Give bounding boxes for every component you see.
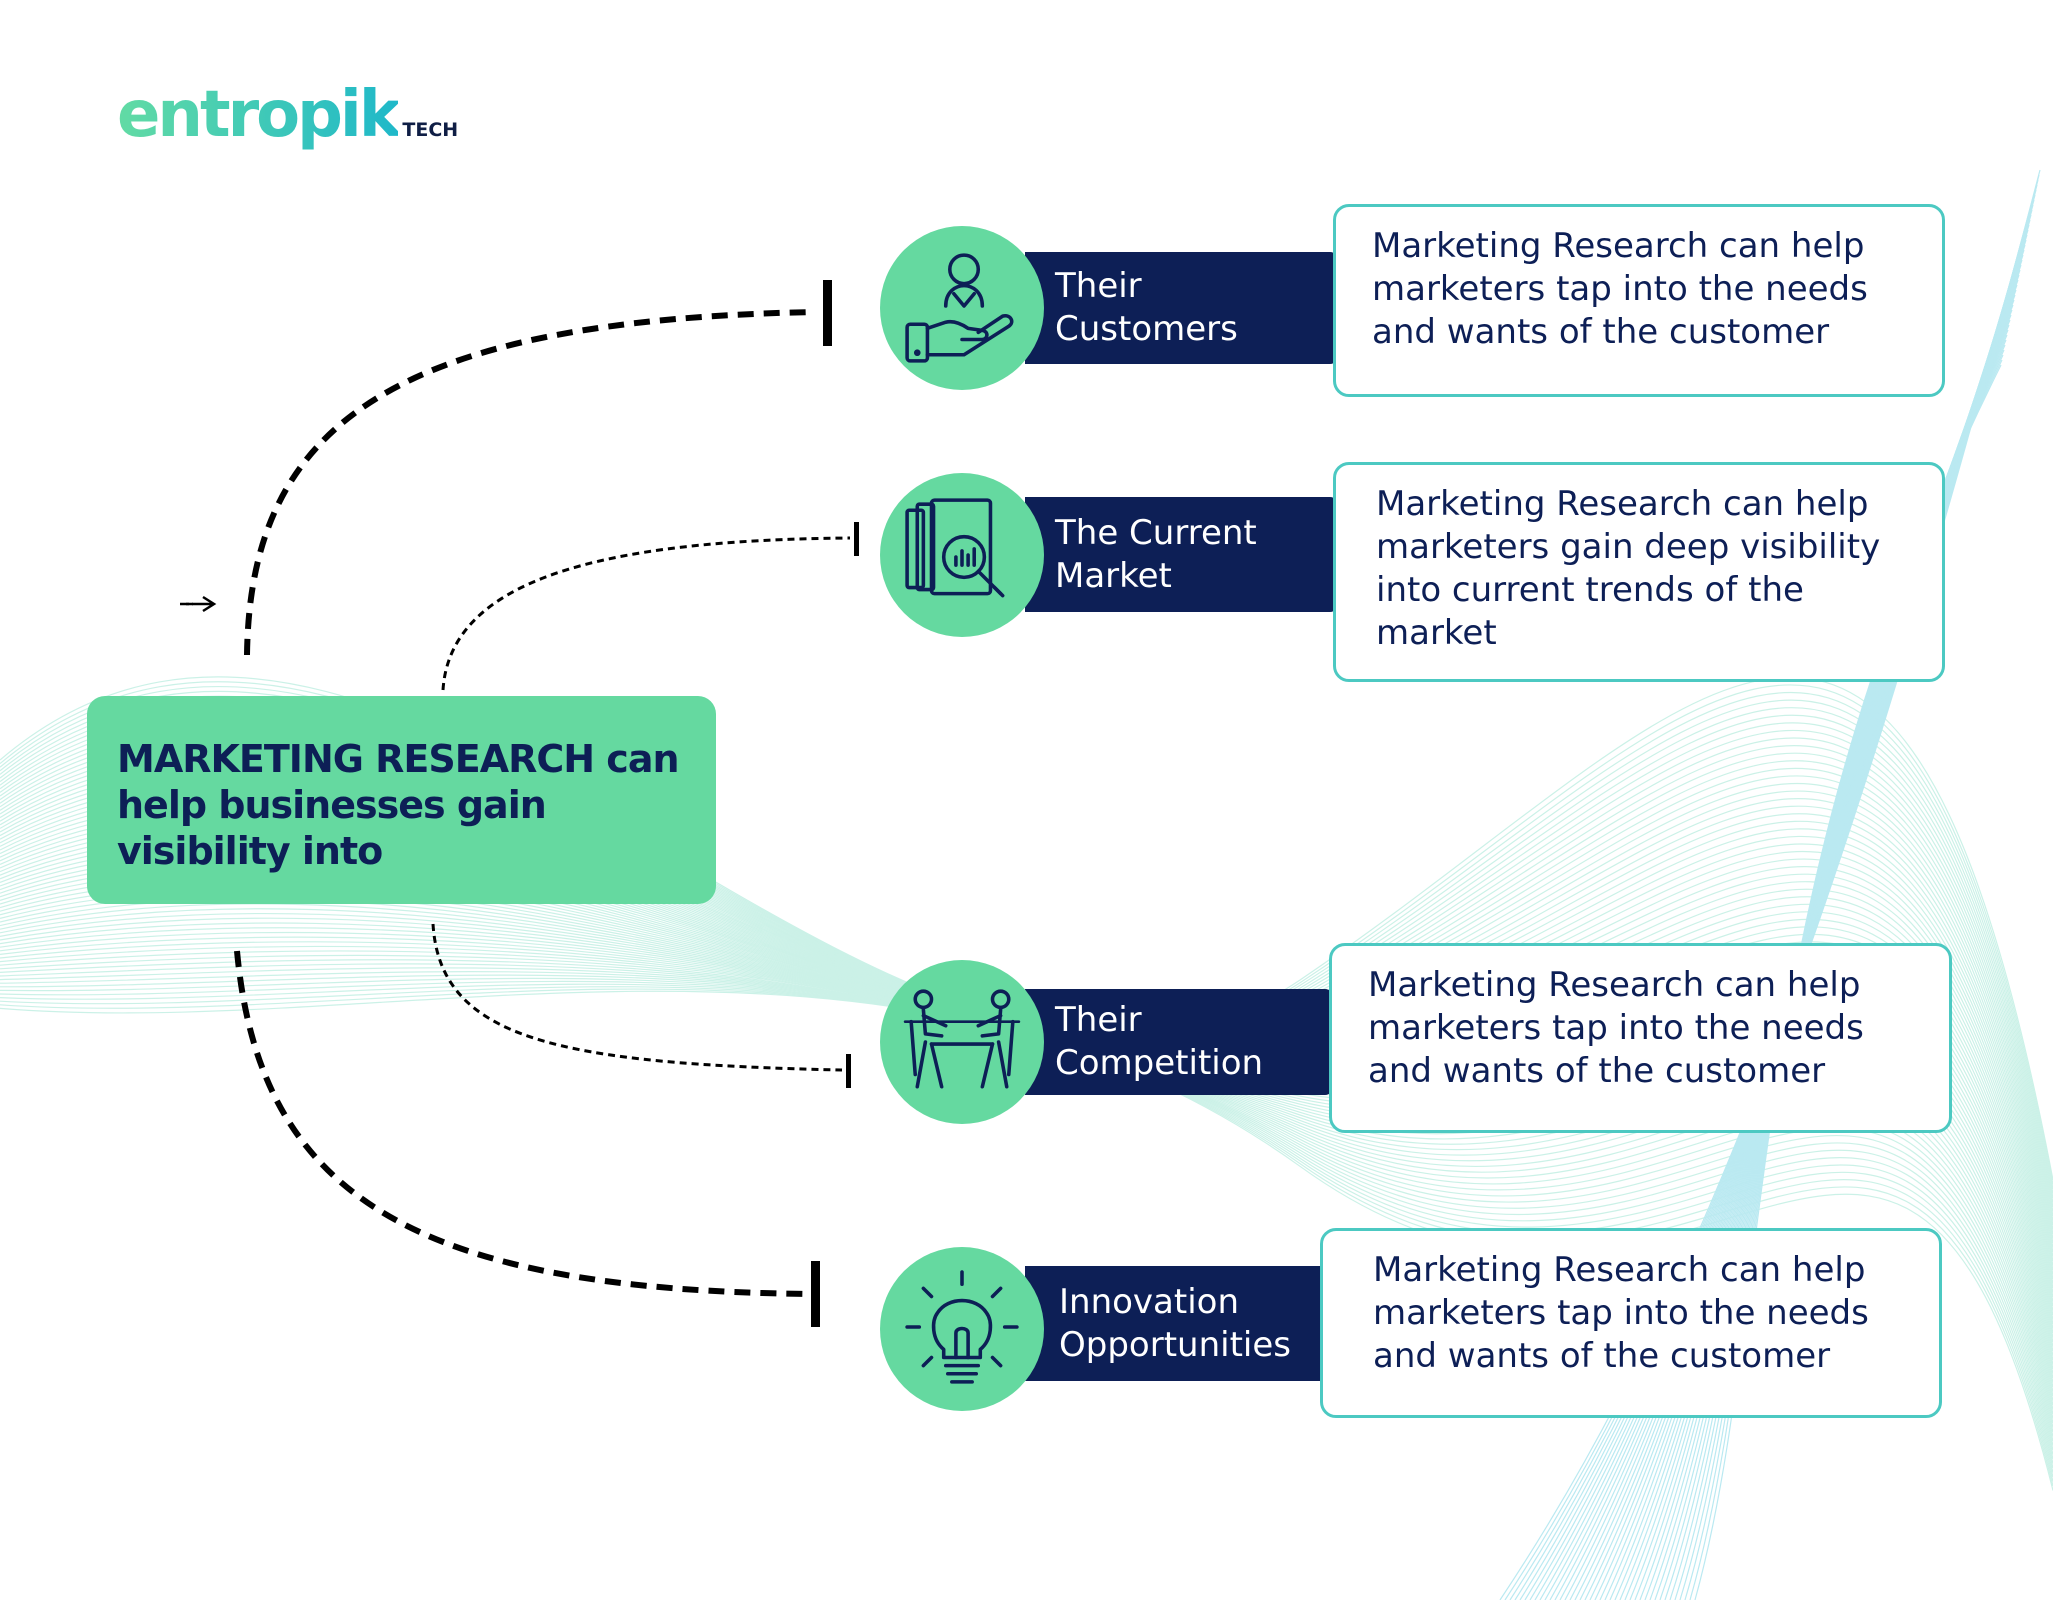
description-competition: Marketing Research can help marketers ta… <box>1329 943 1952 1133</box>
wave-line <box>0 980 2053 1473</box>
label-line: The Current <box>1055 512 1257 553</box>
connector-competition <box>431 923 843 1072</box>
central-text-line: help businesses gain <box>117 783 547 827</box>
wave-line <box>0 959 2053 1446</box>
description-line: and wants of the customer <box>1372 312 1830 352</box>
label-line: Competition <box>1055 1043 1264 1083</box>
market-analysis-icon <box>905 498 1005 598</box>
description-line: Marketing Research can help <box>1373 1250 1866 1290</box>
connector-end-bar <box>823 280 832 346</box>
description-line: and wants of the customer <box>1368 1051 1826 1091</box>
label-line: Their <box>1055 266 1142 306</box>
wave-line <box>0 967 2053 1455</box>
logo-suffix: TECH <box>402 119 459 141</box>
wave-line <box>0 988 2053 1487</box>
lightbulb-icon <box>905 1270 1019 1384</box>
icon-circle-customers <box>880 226 1044 390</box>
connector-innovation <box>234 950 811 1297</box>
connector-end-bar <box>811 1261 820 1327</box>
description-current-market: Marketing Research can help marketers ga… <box>1333 462 1945 682</box>
connector-customers <box>244 309 816 656</box>
connector-end-bar <box>854 522 859 556</box>
description-line: Marketing Research can help <box>1376 484 1869 524</box>
connector-end-bar <box>846 1054 851 1088</box>
wave-line <box>0 983 2053 1478</box>
description-line: Marketing Research can help <box>1368 965 1861 1005</box>
central-statement: MARKETING RESEARCH can help businesses g… <box>117 736 686 874</box>
wave-line <box>0 963 2053 1451</box>
description-line: and wants of the customer <box>1373 1336 1831 1376</box>
wave-line <box>0 990 2053 1491</box>
wave-line <box>0 986 2053 1482</box>
label-line: Customers <box>1055 309 1238 349</box>
logo-wordmark: entropik <box>117 78 401 152</box>
central-emphasis: MARKETING RESEARCH <box>117 737 595 781</box>
entropik-logo: entropik TECH <box>117 78 458 152</box>
description-line: marketers tap into the needs <box>1373 1293 1869 1333</box>
central-text-part: can <box>594 737 679 781</box>
competition-tug-of-war-icon <box>903 989 1021 1089</box>
icon-circle-competition <box>880 960 1044 1124</box>
label-line: Their <box>1055 1000 1142 1040</box>
description-line: marketers gain deep visibility <box>1376 527 1881 567</box>
description-innovation: Marketing Research can help marketers ta… <box>1320 1228 1942 1418</box>
description-line: marketers tap into the needs <box>1368 1008 1864 1048</box>
description-line: into current trends of the <box>1376 570 1804 610</box>
description-customers: Marketing Research can help marketers ta… <box>1333 204 1945 397</box>
wave-line <box>0 974 2053 1464</box>
icon-circle-market <box>880 473 1044 637</box>
description-line: market <box>1376 613 1497 653</box>
wave-line <box>0 977 2053 1469</box>
icon-circle-innovation <box>880 1247 1044 1411</box>
description-line: marketers tap into the needs <box>1372 269 1868 309</box>
central-statement-box: MARKETING RESEARCH can help businesses g… <box>87 696 716 904</box>
label-line: Opportunities <box>1059 1324 1291 1365</box>
connector-market <box>441 536 851 691</box>
central-text-line: visibility into <box>117 829 383 873</box>
label-line: Innovation <box>1059 1281 1240 1322</box>
label-line: Market <box>1055 555 1172 596</box>
customer-hand-icon <box>905 253 1014 363</box>
description-line: Marketing Research can help <box>1372 226 1865 266</box>
